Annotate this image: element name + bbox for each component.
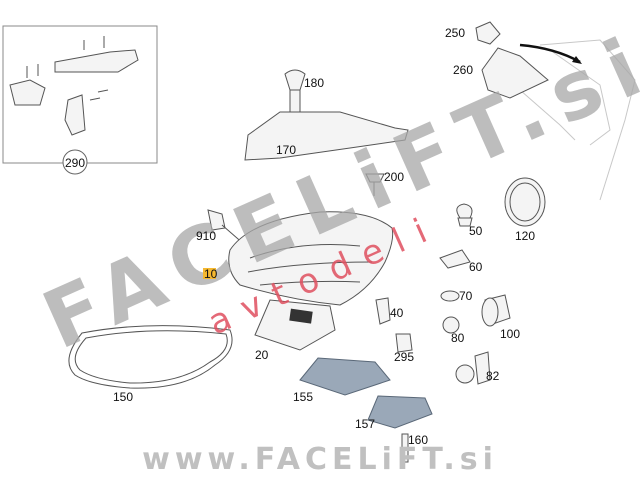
label-80[interactable]: 80 [451, 331, 465, 345]
label-250[interactable]: 250 [445, 26, 465, 40]
label-160[interactable]: 160 [408, 433, 428, 447]
label-10-highlight [203, 268, 216, 279]
label-50[interactable]: 50 [469, 224, 483, 238]
label-10[interactable]: 10 [204, 267, 218, 281]
part-80-bulb [442, 316, 460, 334]
label-20[interactable]: 20 [255, 348, 269, 362]
label-155[interactable]: 155 [293, 390, 313, 404]
part-70-bulb [440, 290, 460, 302]
watermark-url: www.FACELiFT.si [142, 442, 498, 477]
label-295[interactable]: 295 [394, 350, 414, 364]
part-40-clip [375, 297, 391, 325]
label-290[interactable]: 290 [65, 156, 85, 170]
label-157[interactable]: 157 [355, 417, 375, 431]
part-155-unit [299, 357, 391, 396]
part-160-screw [401, 433, 409, 463]
label-82[interactable]: 82 [486, 369, 500, 383]
part-60-bulb [439, 249, 471, 269]
part-50-bulb [456, 203, 473, 227]
label-120[interactable]: 120 [515, 229, 535, 243]
kit-290-circle [62, 149, 88, 175]
part-250 [475, 21, 501, 45]
label-260[interactable]: 260 [453, 63, 473, 77]
part-20-unit [254, 299, 336, 351]
label-180[interactable]: 180 [304, 76, 324, 90]
part-120-cap [504, 177, 546, 227]
car-outline [519, 39, 636, 201]
part-295 [395, 333, 413, 353]
part-180 [284, 69, 306, 117]
part-157-unit [367, 395, 433, 429]
label-70[interactable]: 70 [459, 289, 473, 303]
label-170[interactable]: 170 [276, 143, 296, 157]
part-260 [481, 47, 549, 99]
kit-290 [2, 25, 158, 164]
label-60[interactable]: 60 [469, 260, 483, 274]
label-40[interactable]: 40 [390, 306, 404, 320]
label-910[interactable]: 910 [196, 229, 216, 243]
label-200[interactable]: 200 [384, 170, 404, 184]
arrow-head-icon [572, 56, 582, 64]
part-200 [365, 173, 385, 196]
label-100[interactable]: 100 [500, 327, 520, 341]
part-150-frame [68, 325, 233, 389]
part-labels: 290 180 170 250 260 200 910 50 120 10 60… [65, 26, 535, 447]
part-170 [244, 111, 409, 161]
part-82-socket [474, 351, 491, 385]
label-150[interactable]: 150 [113, 390, 133, 404]
